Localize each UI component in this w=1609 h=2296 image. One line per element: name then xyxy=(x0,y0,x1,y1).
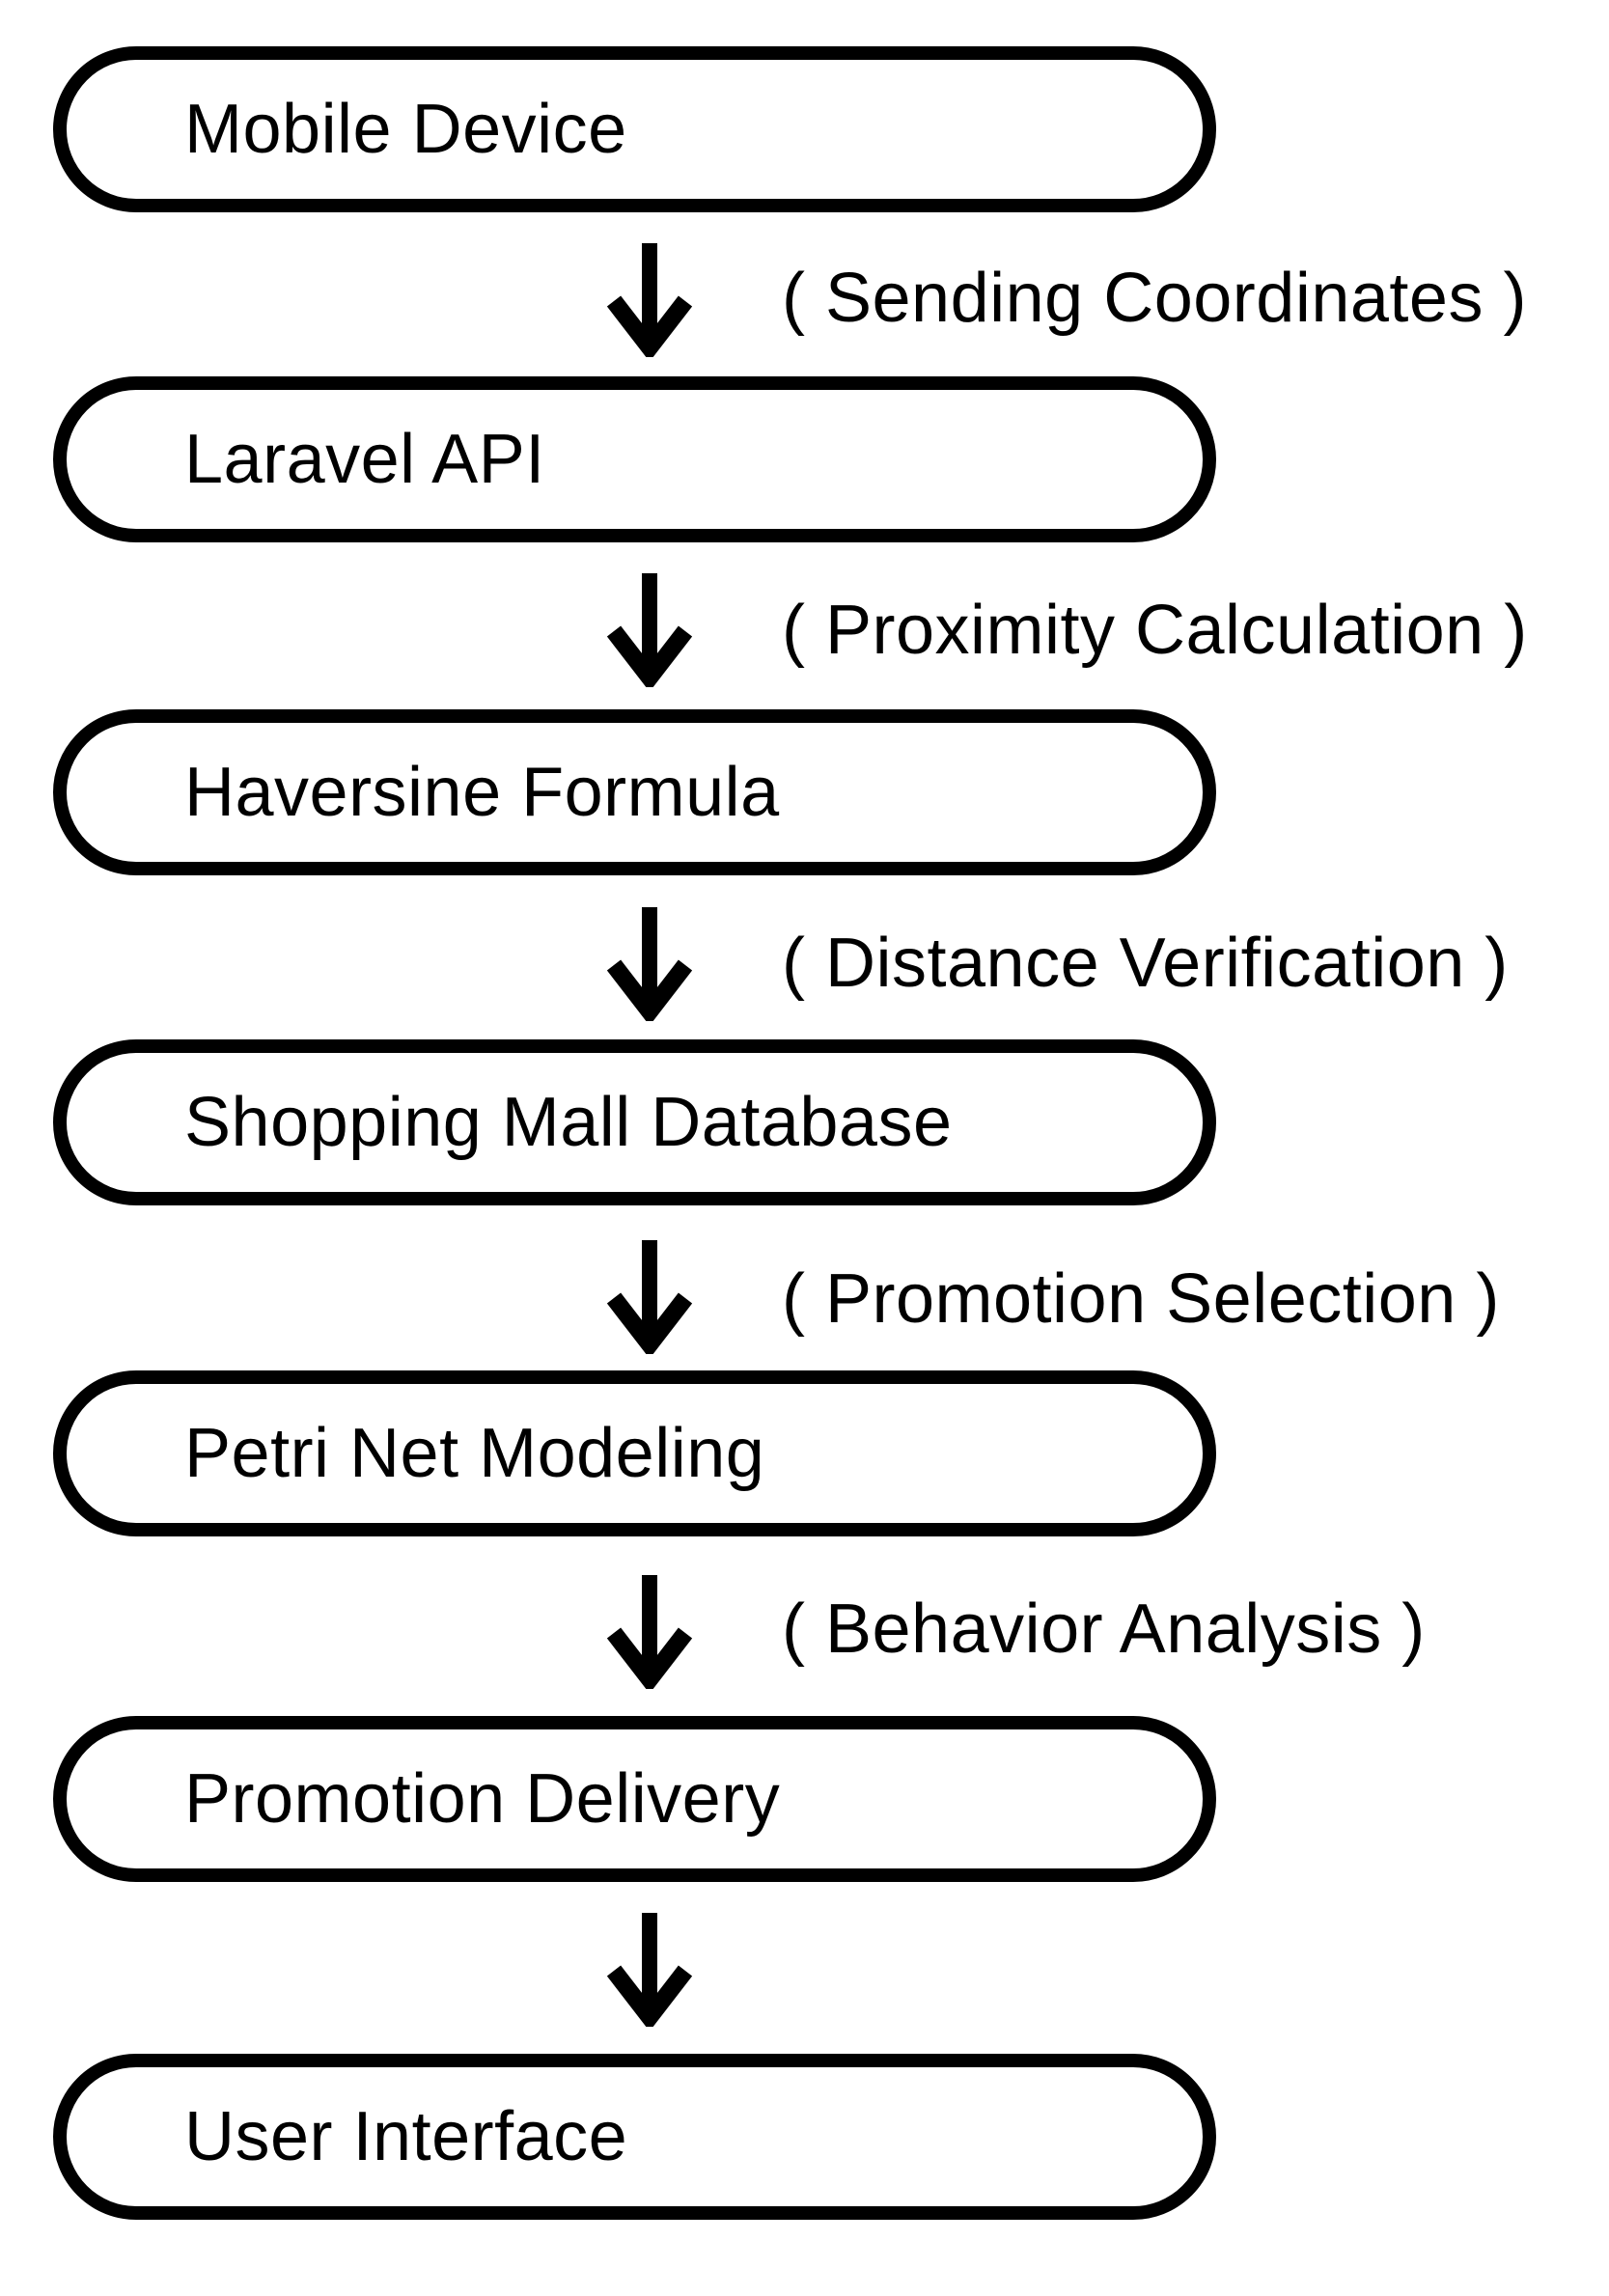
down-arrow-icon xyxy=(606,907,693,1021)
node-label: Petri Net Modeling xyxy=(184,1415,765,1492)
down-arrow-icon xyxy=(606,1913,693,2027)
node-label: Shopping Mall Database xyxy=(184,1084,953,1161)
node-mobile-device: Mobile Device xyxy=(53,46,1216,212)
node-label: Haversine Formula xyxy=(184,754,780,831)
node-label: Promotion Delivery xyxy=(184,1760,781,1838)
edge-label-proximity-calculation: ( Proximity Calculation ) xyxy=(782,592,1528,669)
down-arrow-icon xyxy=(606,573,693,687)
node-user-interface: User Interface xyxy=(53,2054,1216,2220)
node-haversine-formula: Haversine Formula xyxy=(53,709,1216,875)
edge-label-behavior-analysis: ( Behavior Analysis ) xyxy=(782,1591,1426,1668)
down-arrow-icon xyxy=(606,1575,693,1689)
node-laravel-api: Laravel API xyxy=(53,376,1216,542)
node-promotion-delivery: Promotion Delivery xyxy=(53,1716,1216,1882)
down-arrow-icon xyxy=(606,1240,693,1354)
edge-label-promotion-selection: ( Promotion Selection ) xyxy=(782,1260,1500,1338)
edge-label-distance-verification: ( Distance Verification ) xyxy=(782,925,1509,1002)
node-label: User Interface xyxy=(184,2098,628,2175)
edge-label-sending-coordinates: ( Sending Coordinates ) xyxy=(782,260,1527,337)
node-label: Mobile Device xyxy=(184,91,627,168)
node-label: Laravel API xyxy=(184,421,545,498)
node-shopping-mall-database: Shopping Mall Database xyxy=(53,1039,1216,1205)
node-petri-net-modeling: Petri Net Modeling xyxy=(53,1370,1216,1536)
down-arrow-icon xyxy=(606,243,693,357)
